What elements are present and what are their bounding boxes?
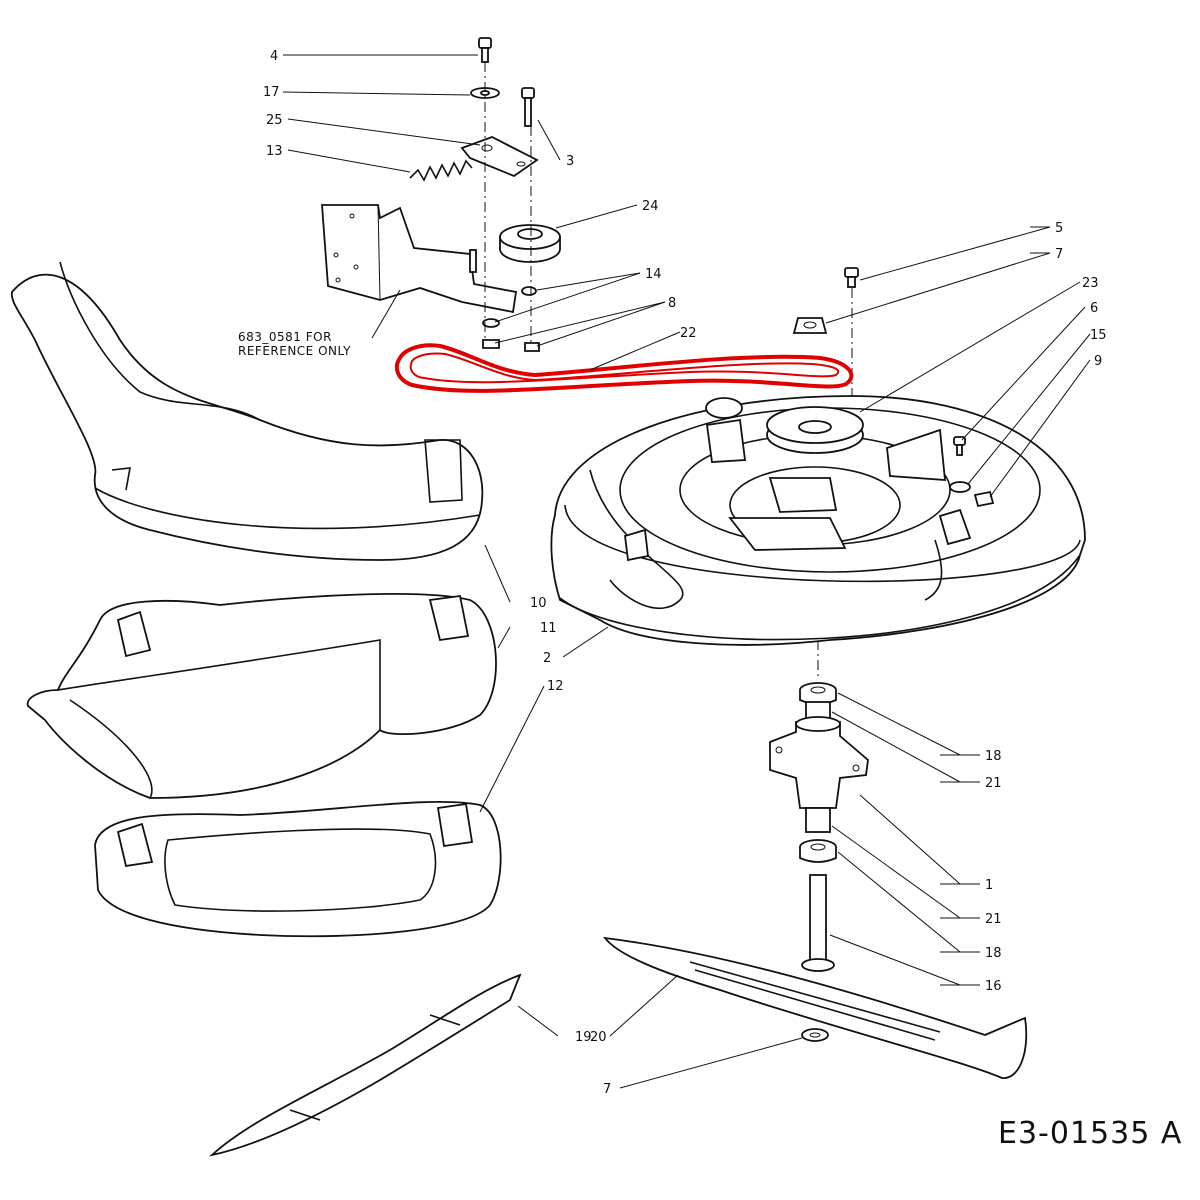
callout-labels: 4 17 25 13 3 24 14 8 22 5 7 23 6 15 9 10…: [263, 49, 1107, 1097]
callout-17: 17: [263, 85, 280, 100]
nut-part-7-bottom: [801, 1028, 829, 1042]
callout-13: 13: [266, 144, 283, 159]
bolt-part-5: [844, 267, 859, 288]
washer-part-15: [949, 481, 971, 493]
callout-18-bottom: 18: [985, 946, 1002, 961]
chute-part-10: [10, 261, 484, 561]
pulley-part-24: [499, 224, 561, 263]
callout-7-bottom: 7: [603, 1082, 611, 1097]
bearing-part-18-top: [799, 682, 837, 705]
blade-part-20: [208, 973, 522, 1157]
belt-part-22: [394, 343, 854, 393]
callout-10: 10: [530, 596, 547, 611]
callout-stubs: [940, 226, 1050, 986]
callout-8: 8: [668, 296, 676, 311]
callout-9: 9: [1094, 354, 1102, 369]
callout-2: 2: [543, 651, 551, 666]
callout-5: 5: [1055, 221, 1063, 236]
nut-parts-14-8: [482, 286, 540, 352]
callout-25: 25: [266, 113, 283, 128]
deflector-part-11: [26, 593, 497, 799]
callout-3: 3: [566, 154, 574, 169]
bolt-part-4: [478, 37, 492, 63]
diagram-code: E3-01535 A: [998, 1116, 1182, 1151]
nut-part-7-top: [792, 317, 828, 334]
spindle-housing-part-1: [769, 716, 869, 809]
callout-1: 1: [985, 878, 993, 893]
mulch-plug-part-12: [94, 801, 502, 938]
bearing-part-18-bottom: [799, 839, 837, 863]
spacer-part-21-bottom: [805, 807, 831, 833]
callout-18-top: 18: [985, 749, 1002, 764]
idler-arm-part-25: [460, 136, 539, 178]
spindle-shaft-part-16: [801, 874, 835, 972]
callout-22: 22: [680, 326, 697, 341]
bolt-part-3: [521, 87, 535, 127]
callout-11: 11: [540, 621, 557, 636]
callout-4: 4: [270, 49, 278, 64]
reference-note-line-1: 683_0581 FOR: [238, 330, 332, 344]
callout-6: 6: [1090, 301, 1098, 316]
callout-21-bottom: 21: [985, 912, 1002, 927]
reference-note-line-2: REFERENCE ONLY: [238, 344, 351, 358]
callout-14: 14: [645, 267, 662, 282]
blade-part-19: [602, 936, 1028, 1079]
callout-15: 15: [1090, 328, 1107, 343]
spring-part-13: [409, 159, 473, 182]
callout-20: 20: [590, 1030, 607, 1045]
callout-7-top: 7: [1055, 247, 1063, 262]
callout-21-top: 21: [985, 776, 1002, 791]
callout-19: 19: [575, 1030, 592, 1045]
bracket-part-683-0581: [321, 204, 518, 314]
callout-24: 24: [642, 199, 659, 214]
callout-16: 16: [985, 979, 1002, 994]
callout-12: 12: [547, 679, 564, 694]
deck-housing-part-2: [550, 395, 1086, 646]
leader-lines: [282, 54, 1091, 1089]
nut-part-9: [973, 490, 995, 508]
callout-23: 23: [1082, 276, 1099, 291]
